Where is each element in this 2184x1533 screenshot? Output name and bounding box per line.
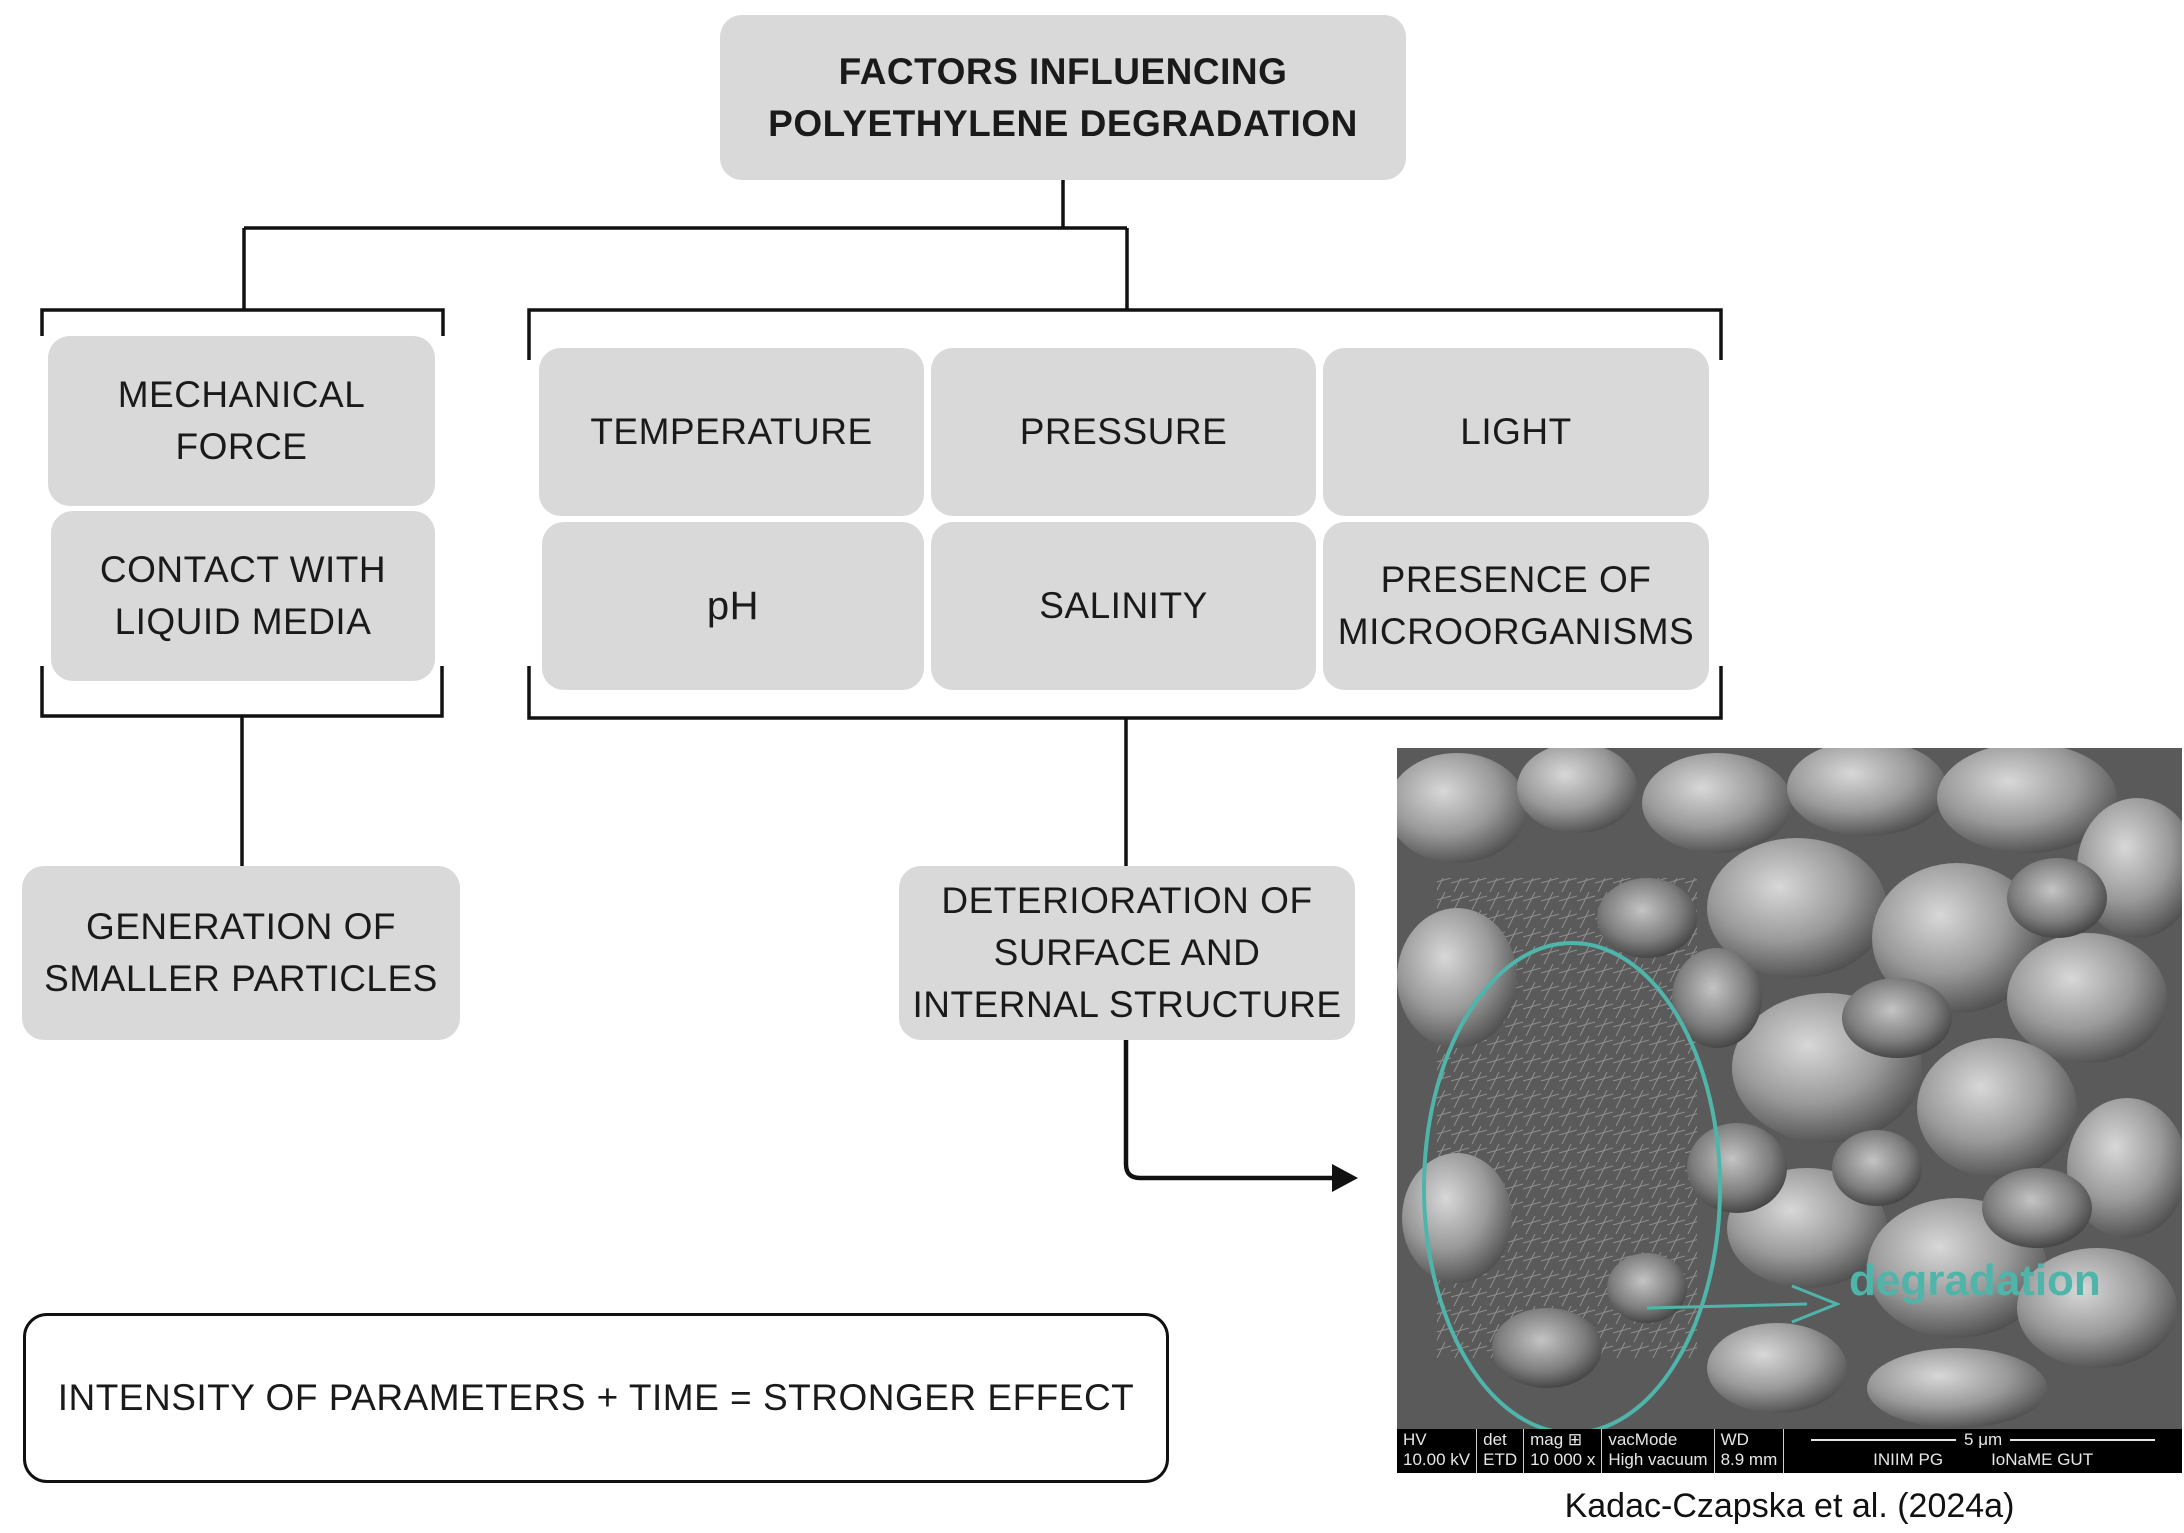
factor-label: PRESENCE OF [1380,559,1652,600]
factor-ph: pH [542,522,924,690]
degradation-annotation: degradation [1849,1256,2101,1305]
databar-value: High vacuum [1608,1450,1708,1469]
scale-bar [2010,1439,2156,1441]
outcome-label: SURFACE AND [993,932,1261,973]
summary-text: INTENSITY OF PARAMETERS + TIME = STRONGE… [57,1377,1135,1418]
summary-box: INTENSITY OF PARAMETERS + TIME = STRONGE… [23,1313,1169,1483]
factor-label: LIGHT [1460,411,1572,452]
databar-value: 8.9 mm [1720,1450,1778,1469]
outcome-label: GENERATION OF [85,906,397,947]
factor-label: TEMPERATURE [590,411,873,452]
outcome-smaller-particles: GENERATION OF SMALLER PARTICLES [22,866,460,1040]
factor-label: MICROORGANISMS [1337,611,1695,652]
factor-label: FORCE [175,426,308,467]
databar-hv: HV 10.00 kV [1397,1429,1478,1473]
outcome-label: DETERIORATION OF [941,880,1313,921]
databar-label: mag ⊞ [1530,1430,1583,1449]
outcome-label: SMALLER PARTICLES [44,958,438,999]
scale-bar [1811,1439,1957,1441]
factor-temperature: TEMPERATURE [539,348,924,516]
databar-value: 10.00 kV [1403,1450,1471,1469]
databar-org: IoNaME GUT [1991,1450,2094,1469]
factor-salinity: SALINITY [931,522,1316,690]
databar-label: det [1483,1430,1507,1449]
databar-scale: 5 μm INIIM PG IoNaME GUT [1784,1429,2182,1473]
factor-label: pH [706,584,760,628]
factor-light: LIGHT [1323,348,1709,516]
citation: Kadac-Czapska et al. (2024a) [1564,1487,2015,1525]
databar-label: HV [1403,1430,1427,1449]
sem-texture [1397,748,2182,1473]
databar-det: det ETD [1477,1429,1525,1473]
factor-label: MECHANICAL [117,374,366,415]
outcome-deterioration: DETERIORATION OF SURFACE AND INTERNAL ST… [899,866,1355,1040]
factor-label: PRESSURE [1019,411,1228,452]
databar-vacmode: vacMode High vacuum [1602,1429,1715,1473]
databar-value: ETD [1483,1450,1518,1469]
factor-label: SALINITY [1039,585,1208,626]
factor-contact-with-liquid-media: CONTACT WITH LIQUID MEDIA [51,511,435,681]
title-line-1: FACTORS INFLUENCING [838,50,1288,92]
databar-label: vacMode [1608,1430,1678,1449]
sem-micrograph: degradation HV 10.00 kV det ETD mag ⊞ 10… [1397,748,2182,1473]
factor-pressure: PRESSURE [931,348,1316,516]
databar-mag: mag ⊞ 10 000 x [1524,1429,1603,1473]
arrow-head [1332,1164,1358,1192]
databar-value: 10 000 x [1530,1450,1596,1469]
factor-label: CONTACT WITH [99,549,387,590]
factor-presence-of-microorganisms: PRESENCE OF MICROORGANISMS [1323,522,1709,690]
databar-wd: WD 8.9 mm [1715,1429,1785,1473]
title-line-2: POLYETHYLENE DEGRADATION [768,102,1358,144]
factor-mechanical-force: MECHANICAL FORCE [48,336,435,506]
databar-org: INIIM PG [1873,1450,1944,1469]
scale-label: 5 μm [1964,1430,2003,1449]
outcome-label: INTERNAL STRUCTURE [912,984,1342,1025]
title-box: FACTORS INFLUENCING POLYETHYLENE DEGRADA… [720,15,1406,180]
databar-label: WD [1720,1430,1749,1449]
sem-databar: HV 10.00 kV det ETD mag ⊞ 10 000 x vacMo… [1397,1429,2182,1473]
factor-label: LIQUID MEDIA [114,601,372,642]
